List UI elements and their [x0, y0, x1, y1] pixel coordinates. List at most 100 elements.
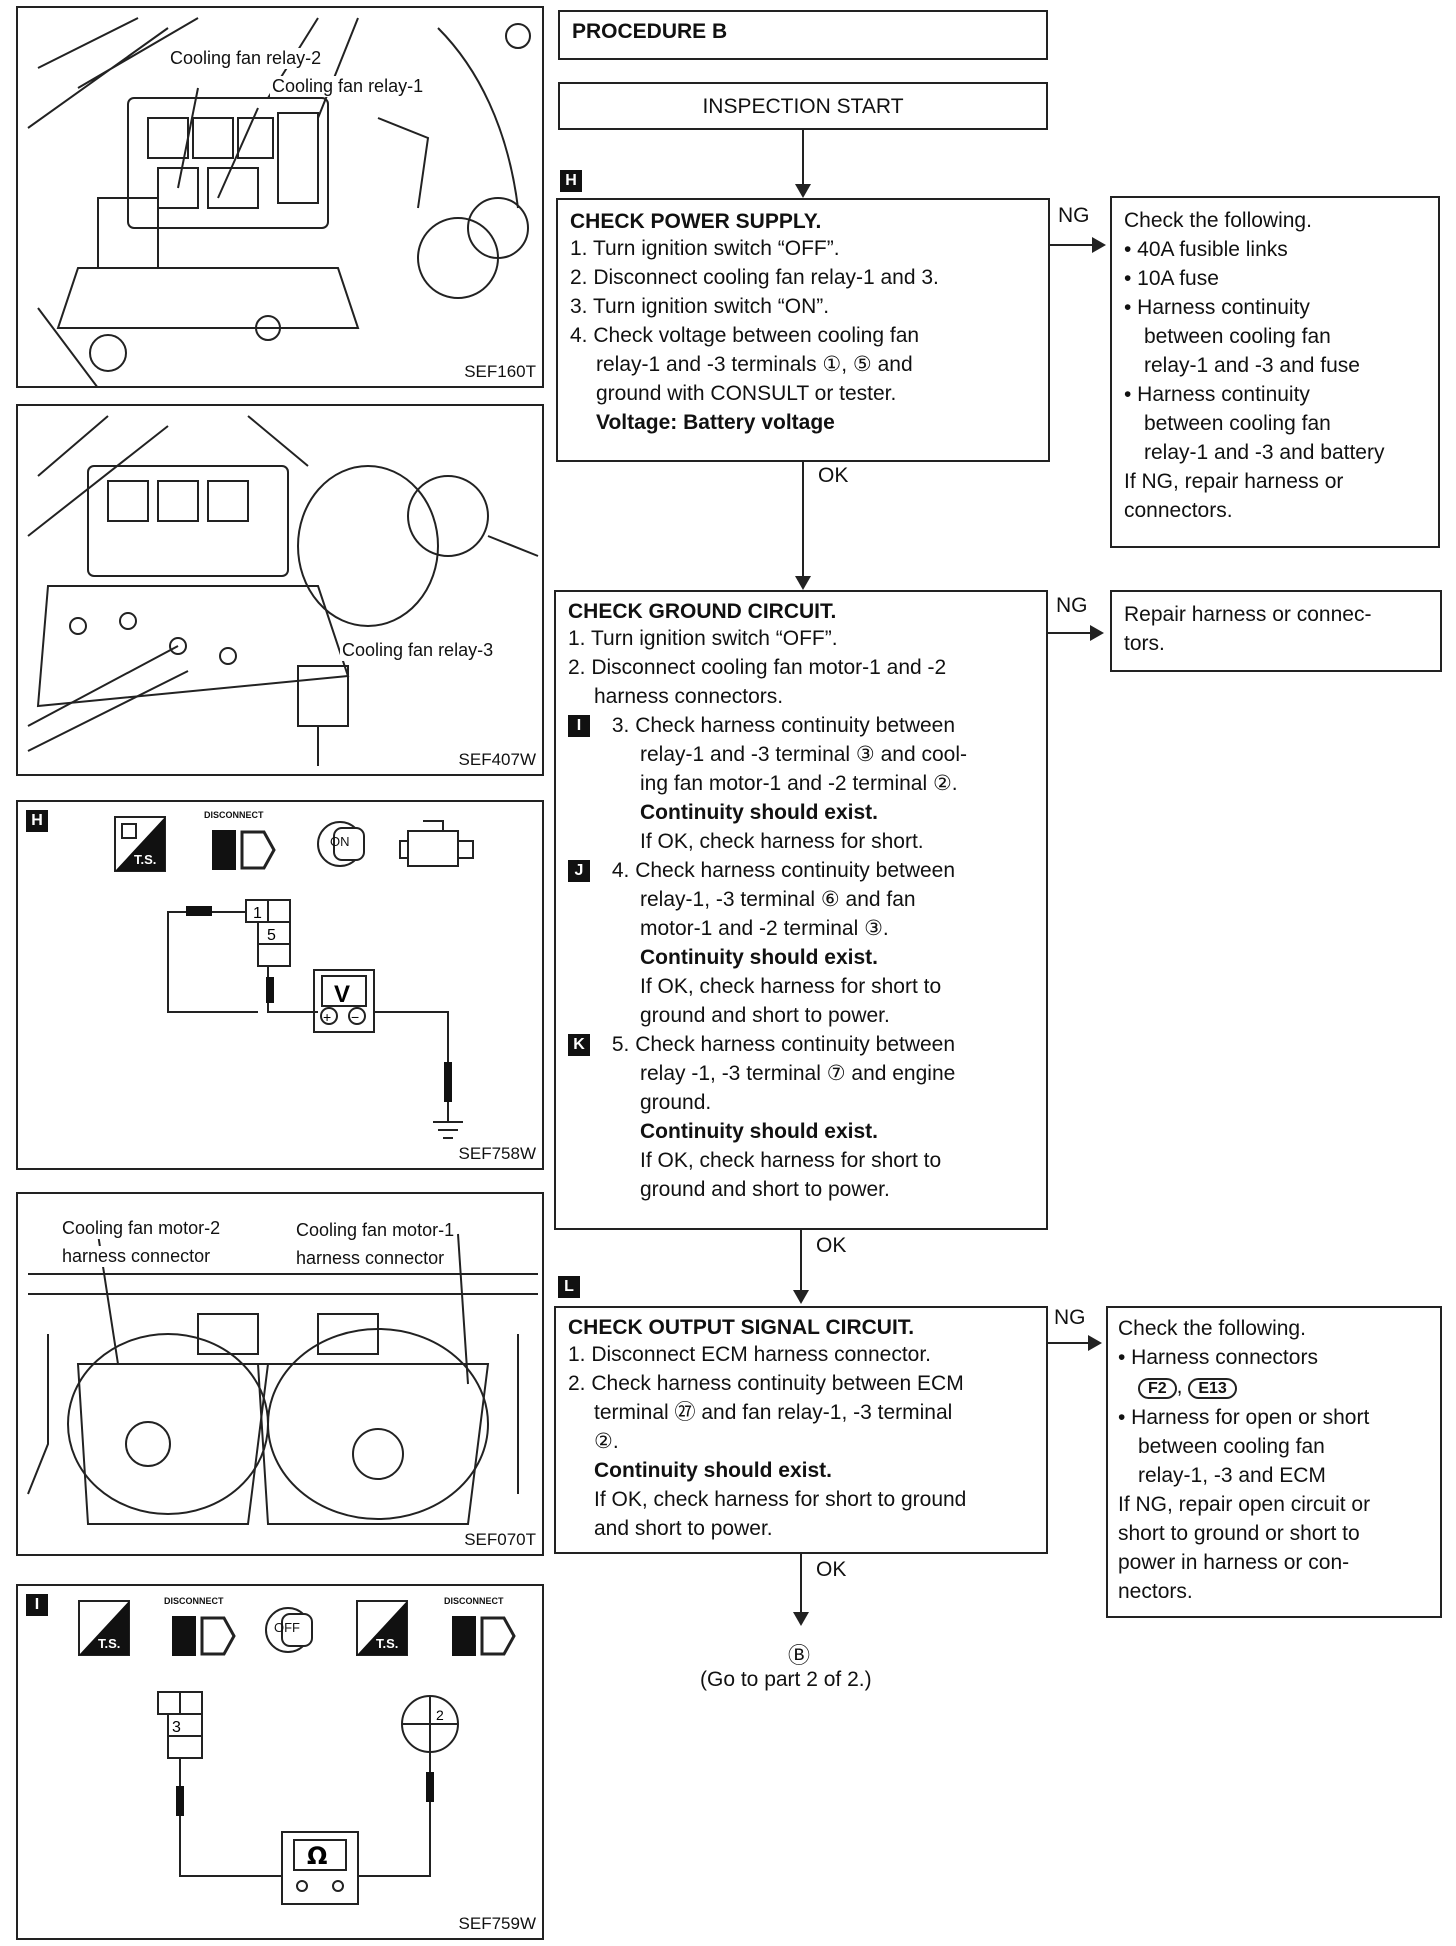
figure-sef759w: I T.S. DISCONNECT OFF T.S. DISCONNECT	[16, 1584, 544, 1940]
terminal-2-label: 2	[436, 1707, 444, 1723]
step-h-marker: H	[560, 170, 582, 192]
ts-icon: T.S.	[78, 1600, 130, 1656]
arrow-right-icon	[1090, 625, 1104, 641]
disconnect-label: DISCONNECT	[164, 1596, 224, 1606]
ts-label: T.S.	[134, 852, 157, 867]
figure-id: SEF759W	[458, 1914, 536, 1933]
step-h-marker: H	[26, 810, 48, 832]
step-power-supply-box: CHECK POWER SUPPLY. 1. Turn ignition swi…	[556, 198, 1050, 462]
voltmeter-label: V	[334, 981, 350, 1008]
step-l-note: If OK, check harness for short to ground	[594, 1488, 967, 1511]
connector-line	[1048, 1342, 1090, 1344]
disconnect-icon: DISCONNECT	[204, 810, 284, 872]
go-to-part-2-link[interactable]: (Go to part 2 of 2.)	[700, 1668, 872, 1691]
inspection-start-label: INSPECTION START	[702, 95, 904, 118]
ts-label: T.S.	[98, 1636, 121, 1651]
terminal-3-label: 3	[172, 1719, 181, 1736]
ground-line: relay-1, -3 terminal ⑥ and fan	[640, 888, 916, 911]
connector-e13-icon: E13	[1188, 1378, 1237, 1399]
ground-title: CHECK GROUND CIRCUIT.	[568, 600, 837, 623]
ok-label: OK	[818, 464, 849, 487]
ng-line: Check the following.	[1124, 209, 1312, 232]
callout-relay-1: Cooling fan relay-1	[270, 76, 426, 97]
ng-line: • Harness for open or short	[1118, 1406, 1370, 1429]
terminal-1-label: 1	[253, 905, 262, 922]
off-label: OFF	[274, 1620, 300, 1635]
ground-note: If OK, check harness for short to	[640, 975, 942, 998]
ng-line: • Harness continuity	[1124, 296, 1310, 319]
figure-sef070t: Cooling fan motor-2 harness connector Co…	[16, 1192, 544, 1556]
ground-note: ground and short to power.	[640, 1004, 890, 1027]
svg-text:−: −	[351, 1009, 359, 1025]
connector-line	[1048, 632, 1092, 634]
disconnect-icon: DISCONNECT	[164, 1596, 244, 1658]
callout-fan-motor-2: Cooling fan motor-2	[60, 1218, 223, 1239]
ng-line: connectors.	[1124, 499, 1233, 522]
ng-line: short to ground or short to	[1118, 1522, 1360, 1545]
step-l-spec: Continuity should exist.	[594, 1459, 833, 1482]
disconnect-label: DISCONNECT	[204, 810, 264, 820]
connector-codes: F2, E13	[1118, 1372, 1430, 1403]
ground-spec: Continuity should exist.	[640, 946, 879, 969]
arrow-down-icon	[793, 1290, 809, 1304]
step-h-line: 3. Turn ignition switch “ON”.	[570, 295, 830, 318]
ng-line: Check the following.	[1118, 1317, 1306, 1340]
ng-label: NG	[1056, 594, 1088, 617]
step-k-marker: K	[568, 1034, 590, 1057]
connector-line	[800, 1230, 802, 1294]
callout-fan-motor-1: Cooling fan motor-1	[294, 1220, 457, 1241]
arrow-down-icon	[795, 184, 811, 198]
ng-line: • Harness connectors	[1118, 1346, 1318, 1369]
figure-id: SEF758W	[458, 1144, 536, 1163]
ng-line: between cooling fan	[1144, 325, 1331, 348]
ground-line: 2. Disconnect cooling fan motor-1 and -2	[568, 656, 947, 679]
ground-line: motor-1 and -2 terminal ③.	[640, 917, 889, 940]
arrow-down-icon	[793, 1612, 809, 1626]
ng-line: relay-1, -3 and ECM	[1138, 1464, 1326, 1487]
figure-id: SEF160T	[464, 362, 536, 381]
step-h-line: relay-1 and -3 terminals ①, ⑤ and	[596, 353, 913, 376]
step-h-line: 4. Check voltage between cooling fan	[570, 324, 920, 347]
ng-line: between cooling fan	[1138, 1435, 1325, 1458]
ng-line: relay-1 and -3 and fuse	[1144, 354, 1360, 377]
procedure-title: PROCEDURE B	[572, 20, 728, 43]
ohmmeter-label: Ω	[307, 1842, 327, 1870]
ng-line: nectors.	[1118, 1580, 1193, 1603]
arrow-right-icon	[1092, 237, 1106, 253]
svg-text:+: +	[323, 1009, 331, 1025]
ng-line: between cooling fan	[1144, 412, 1331, 435]
ng-line: power in harness or con-	[1118, 1551, 1350, 1574]
engine-icon	[398, 816, 478, 872]
ng-label: NG	[1058, 204, 1090, 227]
continuity-circuit-diagram: 3 2 Ω	[157, 1691, 459, 1905]
step-l-line: 2. Check harness continuity between ECM	[568, 1372, 964, 1395]
arrow-down-icon	[795, 576, 811, 590]
terminal-5-label: 5	[267, 927, 276, 944]
ignition-key-on-icon: ON	[314, 814, 374, 874]
on-label: ON	[330, 834, 350, 849]
ng-line: relay-1 and -3 and battery	[1144, 441, 1385, 464]
ts-icon: T.S.	[356, 1600, 408, 1656]
ok-label: OK	[816, 1558, 847, 1581]
voltage-circuit-diagram: 1 5 V + −	[167, 899, 463, 1139]
ground-sub-i: I 3. Check harness continuity between	[568, 711, 1034, 740]
ground-sub-k: K 5. Check harness continuity between	[568, 1030, 1034, 1059]
step-l-line: 1. Disconnect ECM harness connector.	[568, 1343, 932, 1366]
connector-line	[800, 1554, 802, 1616]
ground-spec: Continuity should exist.	[640, 1120, 879, 1143]
step-l-marker: L	[558, 1276, 580, 1298]
step-l-note: and short to power.	[594, 1517, 773, 1540]
ground-line: relay -1, -3 terminal ⑦ and engine	[640, 1062, 956, 1085]
ground-line: relay-1 and -3 terminal ③ and cool-	[640, 743, 967, 766]
ground-line: ing fan motor-1 and -2 terminal ②.	[640, 772, 958, 795]
step-l-line: ②.	[594, 1430, 619, 1453]
relay-3-illustration	[27, 415, 539, 766]
step-i-marker: I	[568, 715, 590, 738]
step-i-marker: I	[26, 1594, 48, 1616]
callout-relay-2: Cooling fan relay-2	[168, 48, 324, 69]
figure-sef160t: Cooling fan relay-2 Cooling fan relay-1 …	[16, 6, 544, 388]
ng-line: Repair harness or connec-	[1124, 603, 1372, 626]
ng-line: • 10A fuse	[1124, 267, 1219, 290]
go-to-b-symbol[interactable]: Ⓑ	[788, 1643, 811, 1668]
ng-line: • Harness continuity	[1124, 383, 1310, 406]
